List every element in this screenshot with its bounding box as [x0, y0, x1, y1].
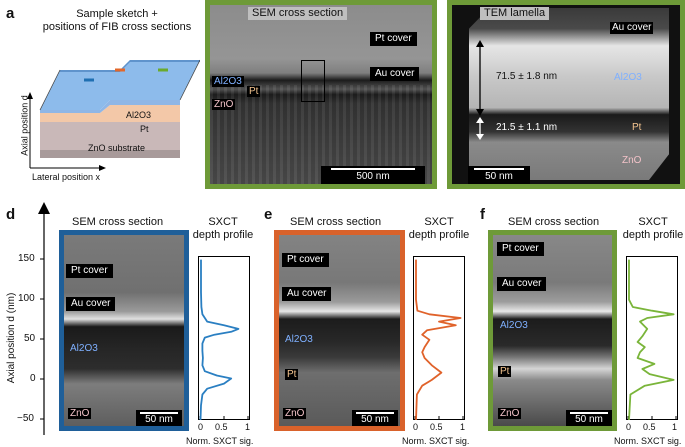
xlabel-e: Norm. SXCT sig. — [402, 436, 470, 446]
sem-b-title: SEM cross section — [248, 7, 348, 20]
scalebar-f: 50 nm — [566, 410, 612, 426]
pt-label-c: Pt — [632, 122, 642, 133]
au-cover-label-e: Au cover — [282, 287, 332, 301]
sxct-e-title-1: SXCT — [424, 216, 454, 228]
al2o3-label-b: Al2O3 — [212, 76, 244, 87]
scale-text-e: 50 nm — [361, 414, 389, 425]
sem-image-f — [488, 230, 617, 431]
xtick-e-05: 0.5 — [430, 422, 443, 432]
xtick-f-05: 0.5 — [643, 422, 656, 432]
panel-a-title-line2: positions of FIB cross sections — [42, 21, 192, 33]
scalebar-c: 50 nm — [468, 166, 530, 184]
sxct-series-line — [628, 259, 675, 420]
ytick-150: 150 — [18, 253, 35, 264]
sxct-f-title: SXCT depth profile — [618, 216, 685, 242]
sxct-series-line — [199, 259, 240, 420]
al2o3-label-e: Al2O3 — [285, 334, 313, 345]
sxct-d-title-2: depth profile — [192, 229, 254, 241]
au-cover-label-f: Au cover — [497, 277, 547, 291]
scale-text-b: 500 nm — [356, 171, 390, 182]
axis-axial-label: Axial position d — [19, 95, 30, 156]
sxct-profile-d — [198, 256, 250, 420]
zno-label-f: ZnO — [498, 408, 522, 419]
zno-label-b: ZnO — [212, 99, 236, 110]
zno-label-d: ZnO — [68, 408, 92, 419]
xtick-d-1: 1 — [245, 422, 251, 432]
ytick-0: 0 — [30, 373, 36, 384]
sxct-profile-e — [413, 256, 465, 420]
panel-a-title-line1: Sample sketch + — [76, 8, 158, 20]
al2o3-label-f: Al2O3 — [500, 320, 528, 331]
sxct-d-title-1: SXCT — [208, 216, 238, 228]
al2o3-thickness: 71.5 ± 1.8 nm — [496, 71, 558, 82]
au-cover-label-b: Au cover — [370, 67, 420, 81]
xtick-e-1: 1 — [460, 422, 466, 432]
layer-zno-label: ZnO substrate — [88, 143, 146, 153]
sxct-f-title-2: depth profile — [622, 229, 684, 241]
sem-e-title: SEM cross section — [290, 216, 382, 228]
thickness-arrows-c — [476, 40, 484, 140]
profile-frame — [413, 256, 465, 420]
axial-axis-label: Axial position d (nm) — [6, 292, 17, 384]
sxct-f-title-1: SXCT — [638, 216, 668, 228]
sxct-e-title: SXCT depth profile — [404, 216, 474, 242]
sem-f-title: SEM cross section — [508, 216, 600, 228]
xlabel-d: Norm. SXCT sig. — [186, 436, 254, 446]
xtick-e-0: 0 — [413, 422, 419, 432]
pt-cover-label-b: Pt cover — [370, 32, 417, 46]
sem-d-title: SEM cross section — [72, 216, 164, 228]
pt-label-b: Pt — [247, 86, 261, 97]
pt-label-f: Pt — [498, 366, 512, 377]
pt-label-e: Pt — [285, 369, 299, 380]
al2o3-label-d: Al2O3 — [70, 343, 98, 354]
sxct-e-title-2: depth profile — [408, 229, 470, 241]
axis-lateral-label: Lateral position x — [32, 172, 101, 182]
panel-a-title: Sample sketch + positions of FIB cross s… — [32, 8, 202, 34]
scalebar-e: 50 nm — [352, 410, 398, 426]
au-cover-label-c: Au cover — [610, 22, 654, 34]
sem-image-d — [59, 230, 189, 431]
pt-cover-label-e: Pt cover — [282, 253, 329, 267]
scale-text-c: 50 nm — [485, 171, 513, 182]
panel-a-label: a — [6, 5, 15, 22]
scale-text-d: 50 nm — [145, 414, 173, 425]
pt-thickness: 21.5 ± 1.1 nm — [496, 122, 558, 133]
tem-image-c — [447, 0, 685, 189]
sxct-d-title: SXCT depth profile — [188, 216, 258, 242]
sxct-profile-f — [626, 256, 678, 420]
profile-frame — [626, 256, 678, 420]
xtick-f-1: 1 — [672, 422, 678, 432]
panel-d-label: d — [6, 206, 16, 223]
scalebar-d: 50 nm — [136, 410, 182, 426]
layer-al2o3-label: Al2O3 — [126, 110, 152, 120]
al2o3-label-c: Al2O3 — [614, 72, 642, 83]
panel-f-label: f — [480, 206, 485, 223]
ytick-neg50: −50 — [17, 413, 34, 424]
xtick-d-0: 0 — [198, 422, 204, 432]
ytick-50: 50 — [24, 333, 36, 344]
zoom-box-b — [301, 60, 325, 102]
xtick-f-0: 0 — [626, 422, 632, 432]
xlabel-f: Norm. SXCT sig. — [614, 436, 682, 446]
xtick-d-05: 0.5 — [215, 422, 228, 432]
sem-image-b — [205, 0, 437, 189]
zno-label-e: ZnO — [283, 408, 307, 419]
tem-c-title: TEM lamella — [480, 7, 550, 20]
au-cover-label-d: Au cover — [66, 297, 116, 311]
sxct-series-line — [415, 259, 462, 420]
axial-axis — [38, 202, 50, 435]
pt-cover-label-f: Pt cover — [497, 242, 544, 256]
scalebar-b: 500 nm — [321, 166, 425, 184]
panel-e-label: e — [264, 206, 273, 223]
zno-label-c: ZnO — [622, 155, 642, 166]
sample-sketch — [27, 59, 200, 171]
ytick-100: 100 — [18, 293, 35, 304]
pt-cover-label-d: Pt cover — [66, 264, 113, 278]
layer-pt-label: Pt — [140, 124, 149, 134]
scale-text-f: 50 nm — [575, 414, 603, 425]
